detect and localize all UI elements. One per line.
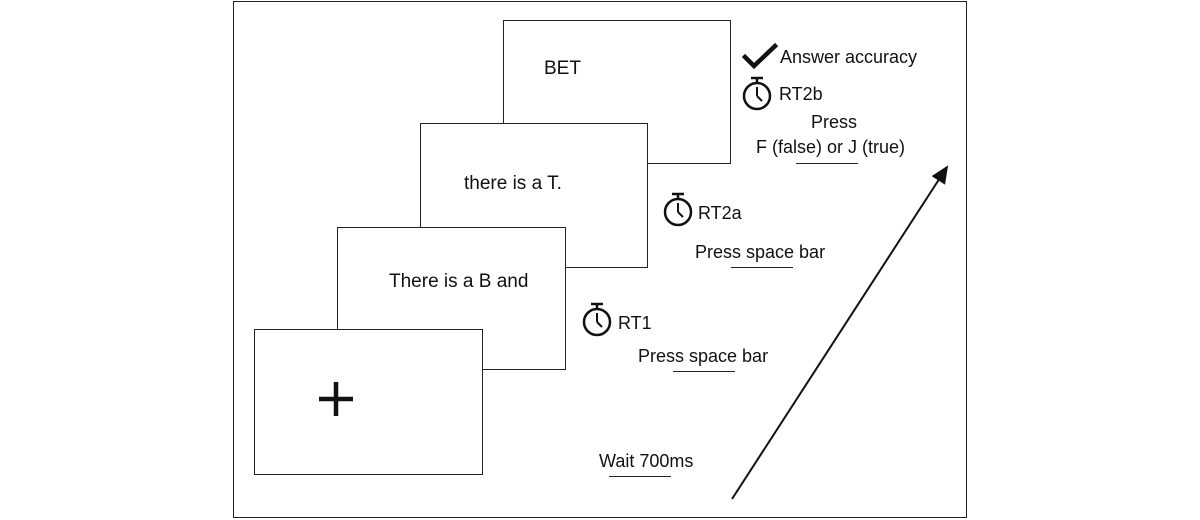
wait-label: Wait 700ms	[599, 451, 694, 471]
stopwatch-icon	[663, 192, 693, 227]
rt2b-press-label: Press	[811, 112, 858, 132]
fixation-cross-icon	[319, 382, 353, 416]
rt2b-keys-label: F (false) or J (true)	[756, 137, 906, 157]
rt2b-label: RT2b	[779, 84, 823, 104]
wait-underline	[609, 476, 671, 477]
screen-fixation	[254, 329, 483, 475]
screen-t-text: there is a T.	[464, 173, 562, 194]
stopwatch-icon	[582, 302, 612, 337]
screen-b-text: There is a B and	[389, 271, 529, 292]
rt2a-instruction: Press space bar	[695, 242, 826, 262]
stopwatch-icon	[742, 76, 772, 111]
screen-bet-text: BET	[544, 58, 581, 79]
answer-accuracy-label: Answer accuracy	[780, 47, 918, 67]
screen-b: There is a B and	[337, 227, 566, 370]
diagram-frame	[233, 1, 967, 518]
arrow-up-right-icon	[731, 165, 949, 500]
rt2a-underline	[731, 267, 793, 268]
rt2b-underline	[796, 163, 858, 164]
rt1-underline	[673, 371, 735, 372]
check-icon	[741, 42, 779, 70]
rt1-label: RT1	[618, 313, 652, 333]
rt2a-label: RT2a	[698, 203, 742, 223]
rt1-instruction: Press space bar	[638, 346, 769, 366]
